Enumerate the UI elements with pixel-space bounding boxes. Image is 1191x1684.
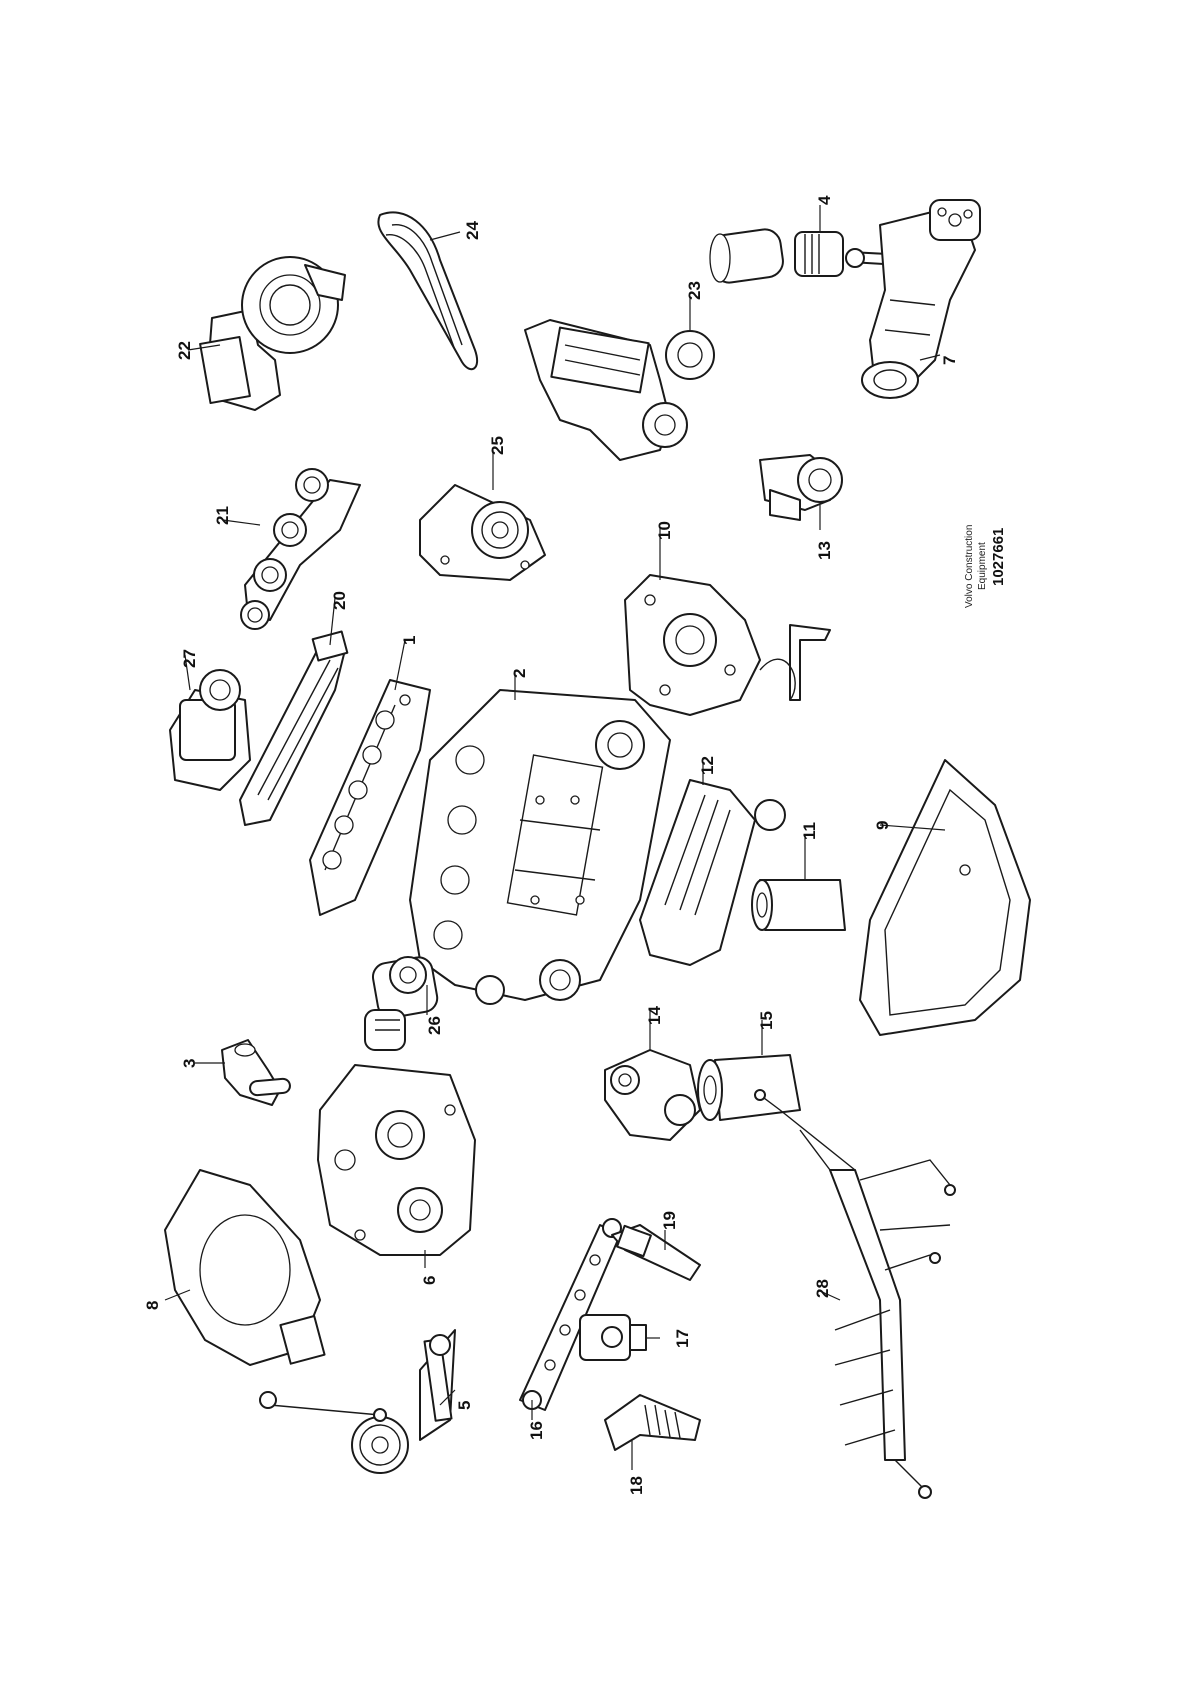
part-12-oil-cooler xyxy=(639,779,786,966)
part-23-oil-cooler-housing xyxy=(524,319,715,461)
part-2-cylinder-block xyxy=(409,689,671,1005)
callout-20: 20 xyxy=(330,591,349,610)
part-18-pump-element xyxy=(604,1394,701,1451)
callout-23: 23 xyxy=(685,281,704,300)
callout-19: 19 xyxy=(660,1211,679,1230)
part-25-water-pump xyxy=(419,484,546,581)
part-14-filter-head xyxy=(604,1049,701,1141)
part-21-exhaust-manifold xyxy=(240,468,361,630)
figure-number: 1027661 xyxy=(990,528,1007,586)
part-16-fuel-rail xyxy=(519,1218,622,1411)
part-3-coolant-pipe xyxy=(221,1039,291,1106)
part-13-thermostat-housing xyxy=(759,454,843,521)
callout-24: 24 xyxy=(463,221,482,240)
part-8-bell-housing xyxy=(164,1169,326,1366)
callout-numbers: 22 24 4 7 23 21 25 10 13 27 20 1 2 12 11… xyxy=(143,195,959,1495)
part-7-crankshaft xyxy=(861,199,981,399)
publisher-line-1: Volvo Construction xyxy=(964,525,975,608)
part-15-fuel-filter xyxy=(697,1054,801,1121)
callout-7: 7 xyxy=(940,356,959,365)
callout-28: 28 xyxy=(813,1279,832,1298)
callout-18: 18 xyxy=(627,1476,646,1495)
callout-9: 9 xyxy=(873,821,892,830)
part-26-starter-motor xyxy=(364,956,439,1051)
part-27-egr-valve xyxy=(169,669,251,791)
callout-8: 8 xyxy=(143,1301,162,1310)
part-4-piston-and-liner xyxy=(709,228,906,284)
callout-16: 16 xyxy=(527,1421,546,1440)
callout-13: 13 xyxy=(815,541,834,560)
part-28-wiring-harness xyxy=(754,1089,956,1499)
callout-25: 25 xyxy=(488,436,507,455)
part-9-oil-sump xyxy=(859,759,1031,1036)
callout-6: 6 xyxy=(420,1276,439,1285)
part-20-rocker-cover xyxy=(239,630,349,826)
part-19-injector xyxy=(611,1224,701,1281)
part-22-turbocharger xyxy=(199,256,346,411)
callout-14: 14 xyxy=(645,1006,664,1025)
part-10-front-housing xyxy=(624,574,831,716)
callout-2: 2 xyxy=(510,669,529,678)
publisher-line-2: Equipment xyxy=(977,542,988,590)
part-11-oil-filter xyxy=(751,879,846,931)
callout-5: 5 xyxy=(455,1401,474,1410)
callout-22: 22 xyxy=(175,341,194,360)
callout-26: 26 xyxy=(425,1016,444,1035)
callout-4: 4 xyxy=(815,195,834,205)
callout-10: 10 xyxy=(655,521,674,540)
callout-21: 21 xyxy=(213,506,232,525)
drawing-stamp: Volvo Construction Equipment 1027661 xyxy=(964,525,1007,608)
callout-17: 17 xyxy=(673,1329,692,1348)
callout-27: 27 xyxy=(180,649,199,668)
callout-11: 11 xyxy=(800,822,819,840)
callout-12: 12 xyxy=(698,756,717,775)
callout-3: 3 xyxy=(180,1059,199,1068)
callout-15: 15 xyxy=(757,1011,776,1030)
part-1-cylinder-head xyxy=(309,679,431,916)
part-17-pressure-regulator xyxy=(579,1314,647,1361)
part-24-drive-belt xyxy=(377,211,479,371)
part-6-timing-case xyxy=(317,1064,476,1256)
callout-1: 1 xyxy=(400,636,419,645)
leader-lines xyxy=(164,205,946,1470)
part-5-camshaft xyxy=(259,1329,456,1474)
